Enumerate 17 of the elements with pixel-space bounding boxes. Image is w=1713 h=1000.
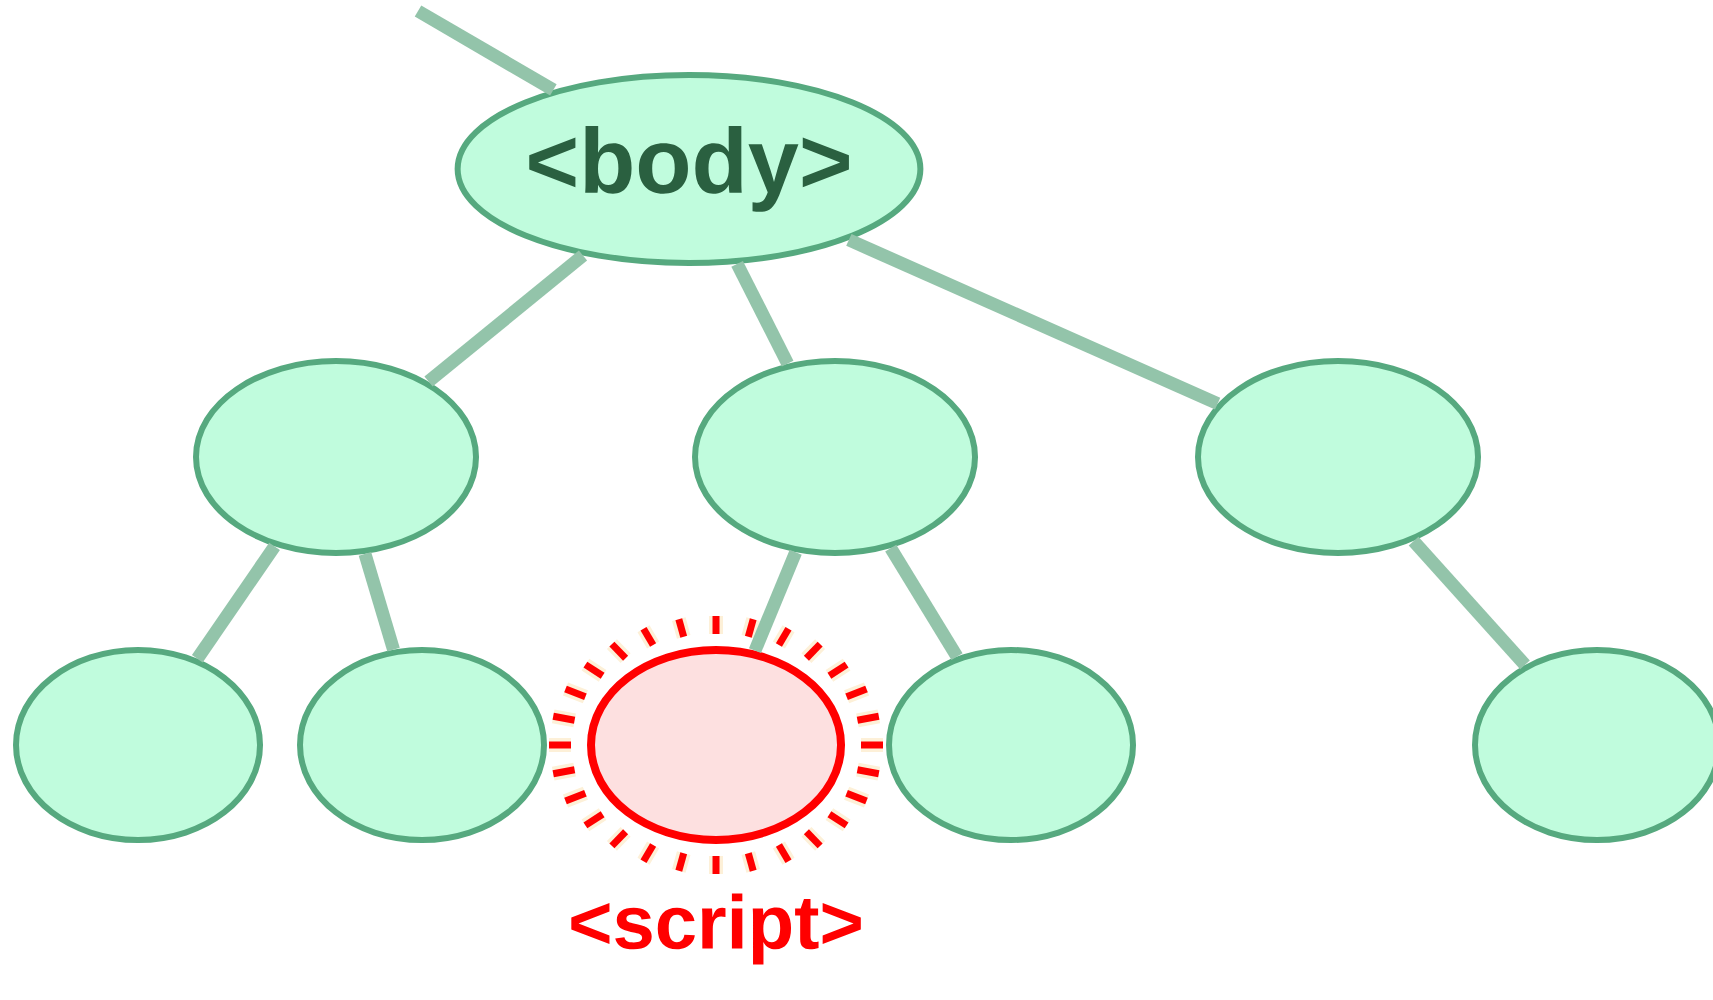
tree-node-ellipse <box>193 358 479 556</box>
tree-node-ellipse <box>692 358 978 556</box>
tree-node-ellipse <box>297 647 547 843</box>
tree-edge <box>731 261 794 367</box>
tree-edge <box>1408 536 1530 670</box>
tree-edge <box>846 234 1221 410</box>
tree-edge <box>885 544 963 660</box>
tree-edge <box>749 549 802 654</box>
tree-node-ellipse <box>1472 647 1713 843</box>
tree-node-ellipse <box>13 647 263 843</box>
tree-edge <box>414 5 557 96</box>
tree-edge <box>424 250 588 387</box>
node-label: <script> <box>571 893 861 965</box>
tree-edge <box>358 552 400 652</box>
tree-node-ellipse <box>1195 358 1481 556</box>
tree-node-ellipse <box>886 647 1136 843</box>
tree-edge <box>191 542 280 663</box>
